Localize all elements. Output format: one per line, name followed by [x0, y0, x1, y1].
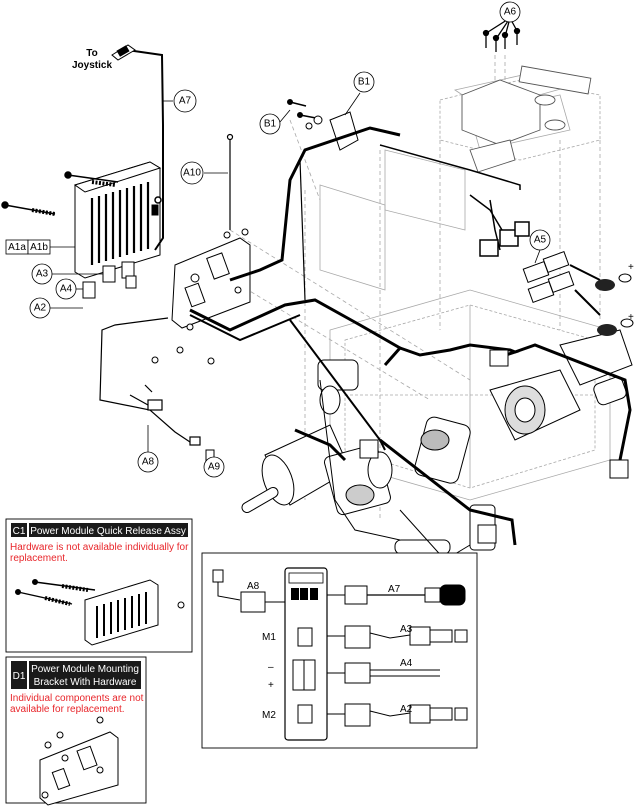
svg-text:A6: A6 [504, 7, 517, 18]
motor-harness-right [399, 343, 632, 461]
d1-title-line2: Bracket With Hardware [34, 677, 137, 688]
battery-plus-1: + [628, 262, 634, 273]
sch-a4: A4 [400, 658, 413, 669]
sch-plus: + [268, 680, 274, 691]
seat-mount-bracket [461, 65, 592, 173]
svg-text:A8: A8 [142, 457, 155, 468]
pm-connectors [82, 261, 137, 299]
motor-connectors [359, 349, 629, 544]
callout-a10: A10 [180, 161, 228, 185]
svg-text:A3: A3 [36, 269, 49, 280]
box-d1: D1 Power Module Mounting Bracket With Ha… [5, 656, 147, 806]
motor-harness-left [294, 428, 517, 546]
label-a1b: A1b [30, 242, 48, 253]
c1-title: Power Module Quick Release Assy [30, 526, 186, 537]
battery-plus-2: + [628, 312, 634, 323]
sch-a2: A2 [400, 704, 413, 715]
joystick-plug [111, 44, 136, 61]
sch-a7: A7 [388, 584, 401, 595]
c1-note-line2: replacement. [10, 553, 68, 564]
d1-title-line1: Power Module Mounting [31, 664, 139, 675]
mounting-bracket [151, 228, 251, 365]
callout-b1-right: B1 [344, 71, 375, 116]
callout-b1-left: B1 [259, 109, 291, 135]
callout-a2: A2 [29, 297, 83, 319]
battery-terminals: + + [595, 262, 634, 336]
a6-bolts [482, 17, 521, 52]
callout-a9: A9 [203, 455, 225, 478]
svg-text:B1: B1 [264, 119, 277, 130]
c1-code: C1 [13, 526, 26, 537]
svg-text:A10: A10 [183, 168, 201, 179]
svg-text:A9: A9 [208, 462, 221, 473]
callout-a6: A6 [499, 1, 521, 23]
sch-minus: – [268, 662, 274, 673]
sch-m1: M1 [262, 632, 276, 643]
caster-left [317, 359, 471, 484]
d1-note-line1: Individual components are not [10, 693, 144, 704]
svg-text:A5: A5 [534, 235, 547, 246]
callout-a8: A8 [137, 425, 159, 473]
battery-harness [379, 144, 530, 257]
a7-joystick-cable [126, 49, 164, 251]
svg-text:A2: A2 [34, 303, 47, 314]
sch-a3: A3 [400, 624, 413, 635]
callout-a4: A4 [55, 278, 83, 300]
to-joystick-line2: Joystick [72, 60, 112, 71]
c1-note-line1: Hardware is not available individually f… [10, 542, 189, 553]
svg-text:A7: A7 [179, 96, 192, 107]
a8-cable [99, 317, 201, 446]
power-module-screws [1, 171, 162, 216]
callout-a7: A7 [163, 89, 197, 113]
schematic-box: A8 A7 M1 A3 – A4 + M2 A2 [201, 552, 478, 749]
power-module [73, 161, 162, 279]
right-motor [489, 329, 633, 441]
svg-text:B1: B1 [358, 77, 371, 88]
callout-a5: A5 [529, 229, 551, 264]
d1-note-line2: available for replacement. [10, 704, 125, 715]
d1-code: D1 [13, 671, 26, 682]
svg-text:A4: A4 [60, 284, 73, 295]
sch-m2: M2 [262, 710, 276, 721]
callouts: A6 A7 B1 B1 A10 A5 A [29, 1, 551, 478]
to-joystick-line1: To [86, 48, 97, 59]
a1-label: A1a A1b [5, 239, 75, 255]
label-a1a: A1a [8, 242, 26, 253]
sch-a8: A8 [247, 581, 260, 592]
a5-connectors [522, 251, 601, 316]
callout-a3: A3 [31, 263, 103, 285]
a10-cable-tie [226, 133, 234, 230]
box-c1: C1 Power Module Quick Release Assy Hardw… [5, 518, 193, 653]
